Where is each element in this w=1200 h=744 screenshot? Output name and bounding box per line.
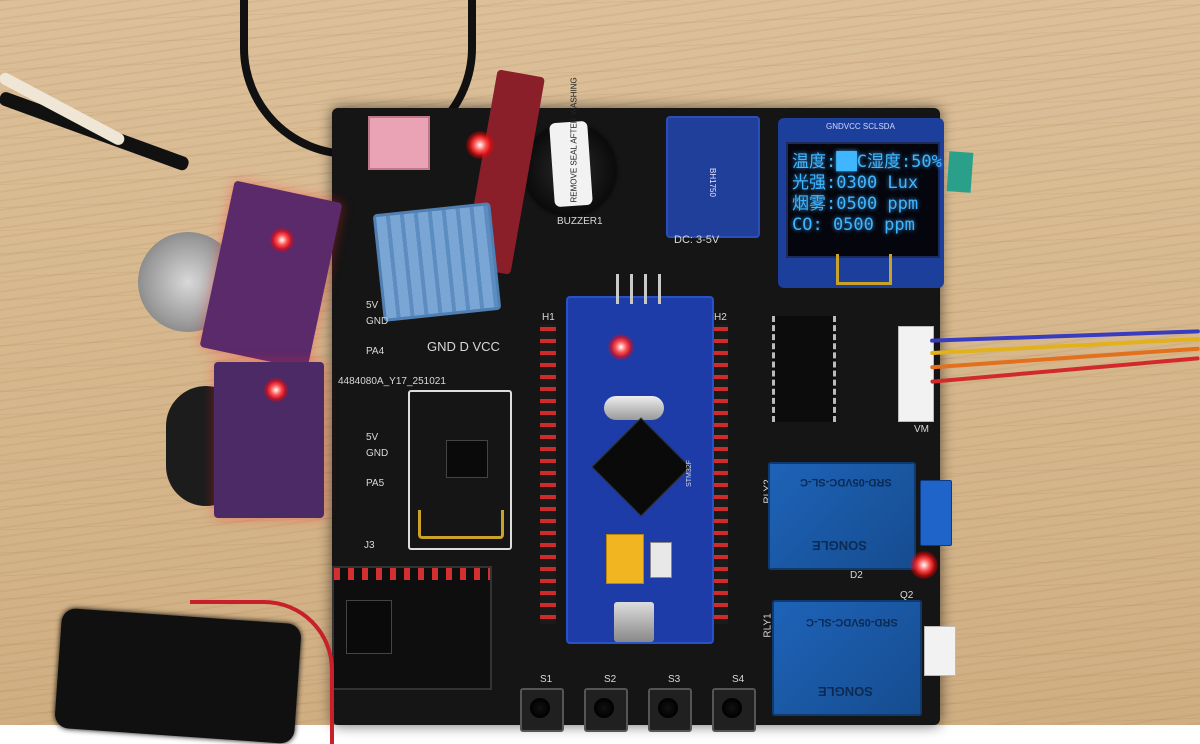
stm32-power-led	[608, 334, 634, 360]
bh1750-power-label: DC: 3-5V	[674, 234, 720, 246]
status-led-top	[466, 131, 494, 159]
mq-sensor-2-led	[264, 378, 288, 402]
oled-line-light: 光强:0300 Lux	[792, 173, 919, 193]
driver-ic	[772, 316, 836, 422]
bh1750-label: BH1750	[707, 168, 717, 197]
stm32-crystal	[604, 396, 664, 420]
board-id-label: 4484080A_Y17_251021	[338, 376, 446, 387]
wifi-module-footprint	[408, 390, 512, 550]
wifi-antenna-trace	[418, 510, 504, 539]
push-button-s4-cap[interactable]	[722, 698, 742, 718]
relay-2	[768, 462, 916, 570]
bh1750-module	[666, 116, 760, 238]
mq1-pa4-label: PA4	[366, 346, 385, 357]
h2-label: H2	[714, 312, 727, 323]
terminal-block-2[interactable]	[920, 480, 952, 546]
stm32-top-pins	[616, 274, 672, 304]
mq2-5v-label: 5V	[366, 432, 379, 443]
mq2-pa5-label: PA5	[366, 478, 385, 489]
s1-label: S1	[540, 674, 553, 685]
dht11-sensor	[372, 202, 502, 322]
h1-pin-header	[540, 324, 556, 624]
relay-1-model: SRD-05VDC-SL-C	[806, 616, 898, 628]
push-button-s3-cap[interactable]	[658, 698, 678, 718]
s4-label: S4	[732, 674, 745, 685]
vm-label: VM	[914, 424, 929, 435]
pink-connector	[368, 116, 430, 170]
oled-green-tab	[946, 151, 974, 193]
stm32-chip-label: STM32F	[685, 460, 693, 487]
mq1-gnd-label: GND	[366, 316, 389, 327]
micro-usb-port[interactable]	[614, 602, 654, 642]
fan-red-wire	[190, 600, 334, 744]
white-jst-connector[interactable]	[898, 326, 934, 422]
buzzer-sticker-text: REMOVE SEAL AFTER WASHING	[569, 77, 579, 203]
reset-button[interactable]	[650, 542, 672, 578]
wifi-module-chip	[446, 440, 488, 478]
h2-pin-header	[712, 324, 728, 624]
push-button-s1-cap[interactable]	[530, 698, 550, 718]
oled-line-temperature-humidity: 温度:██C湿度:50%	[792, 152, 942, 172]
q2-label: Q2	[900, 590, 914, 601]
mq-sensor-1-led	[270, 228, 294, 252]
j3-label: J3	[364, 540, 375, 551]
d2-label: D2	[850, 570, 863, 581]
oled-display	[786, 142, 940, 258]
push-button-s2-cap[interactable]	[594, 698, 614, 718]
relay-2-brand: SONGLE	[812, 538, 867, 553]
boot-jumpers	[606, 534, 644, 584]
s3-label: S3	[668, 674, 681, 685]
relay-2-model: SRD-05VDC-SL-C	[800, 476, 892, 488]
mq2-gnd-label: GND	[366, 448, 389, 459]
relay-2-led	[910, 551, 938, 579]
oled-pin-header: GNDVCC SCLSDA	[826, 122, 895, 131]
h1-label: H1	[542, 312, 555, 323]
oled-ribbon	[836, 254, 892, 285]
s2-label: S2	[604, 674, 617, 685]
motor-driver-chip	[346, 600, 392, 654]
white-connector-right[interactable]	[924, 626, 956, 676]
relay-1-brand: SONGLE	[818, 684, 873, 699]
relay-1	[772, 600, 922, 716]
oled-line-smoke: 烟雾:0500 ppm	[792, 194, 919, 214]
mq1-5v-label: 5V	[366, 300, 379, 311]
buzzer-label: BUZZER1	[557, 216, 603, 227]
dht-pin-label: GND D VCC	[427, 339, 500, 354]
oled-line-co: CO: 0500 ppm	[792, 215, 915, 235]
